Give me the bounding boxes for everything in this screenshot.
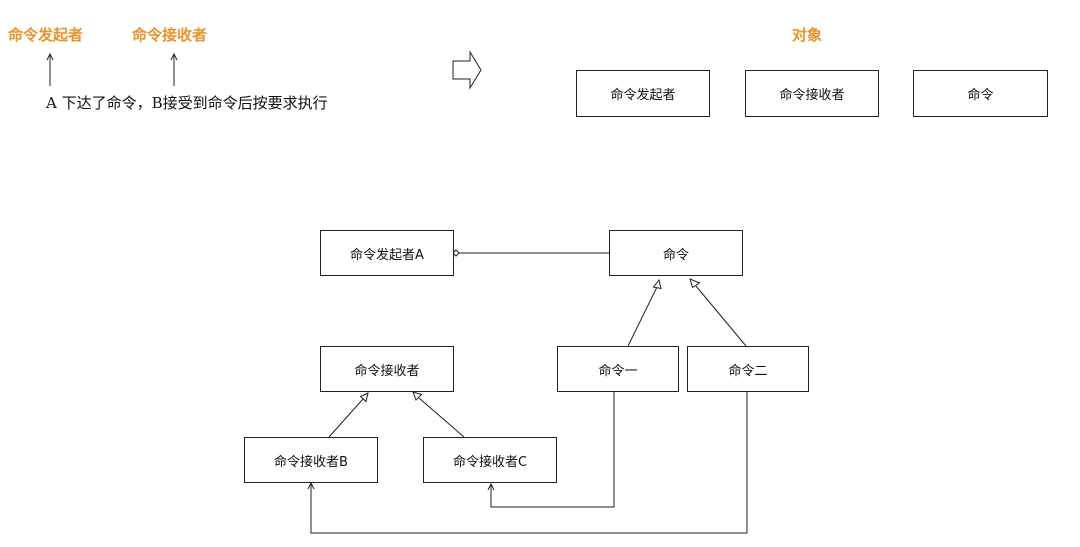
legend-arrow-a (46, 52, 54, 86)
association-invoker-command (452, 249, 609, 257)
box-receiver-c-label: 命令接收者C (452, 454, 528, 470)
box-command-two-label: 命令二 (728, 363, 768, 379)
box-command-label: 命令 (662, 247, 689, 263)
inherit-command-one (627, 278, 662, 347)
box-receiver-b-label: 命令接收者B (274, 454, 348, 470)
box-receiver: 命令接收者 (320, 346, 454, 392)
legend-arrow-b (170, 52, 178, 86)
box-command: 命令 (609, 230, 743, 276)
link-command-two-receiver-b (307, 391, 748, 534)
object-command-sender-label: 命令发起者 (610, 88, 676, 103)
box-invoker-a: 命令发起者A (320, 230, 454, 276)
inherit-receiver-c (412, 391, 465, 438)
object-command-receiver-label: 命令接收者 (779, 88, 845, 103)
box-receiver-c: 命令接收者C (423, 437, 557, 483)
box-receiver-b: 命令接收者B (244, 437, 378, 483)
box-command-one-label: 命令一 (598, 363, 638, 379)
object-command-label: 命令 (967, 88, 994, 103)
explanation-sentence: A 下达了命令，B接受到命令后按要求执行 (46, 94, 328, 112)
inherit-command-two (689, 278, 747, 347)
link-command-one-receiver-c (487, 391, 615, 508)
inherit-receiver-b (328, 392, 369, 438)
box-command-two: 命令二 (687, 346, 809, 392)
object-command-receiver: 命令接收者 (745, 70, 879, 117)
box-receiver-label: 命令接收者 (354, 363, 420, 379)
object-command: 命令 (913, 70, 1048, 117)
label-command-sender: 命令发起者 (8, 26, 84, 44)
transition-arrow-icon (452, 50, 482, 90)
objects-title: 对象 (792, 26, 823, 44)
box-command-one: 命令一 (557, 346, 679, 392)
label-command-receiver: 命令接收者 (132, 26, 208, 44)
object-command-sender: 命令发起者 (576, 70, 710, 117)
box-invoker-a-label: 命令发起者A (350, 247, 424, 263)
